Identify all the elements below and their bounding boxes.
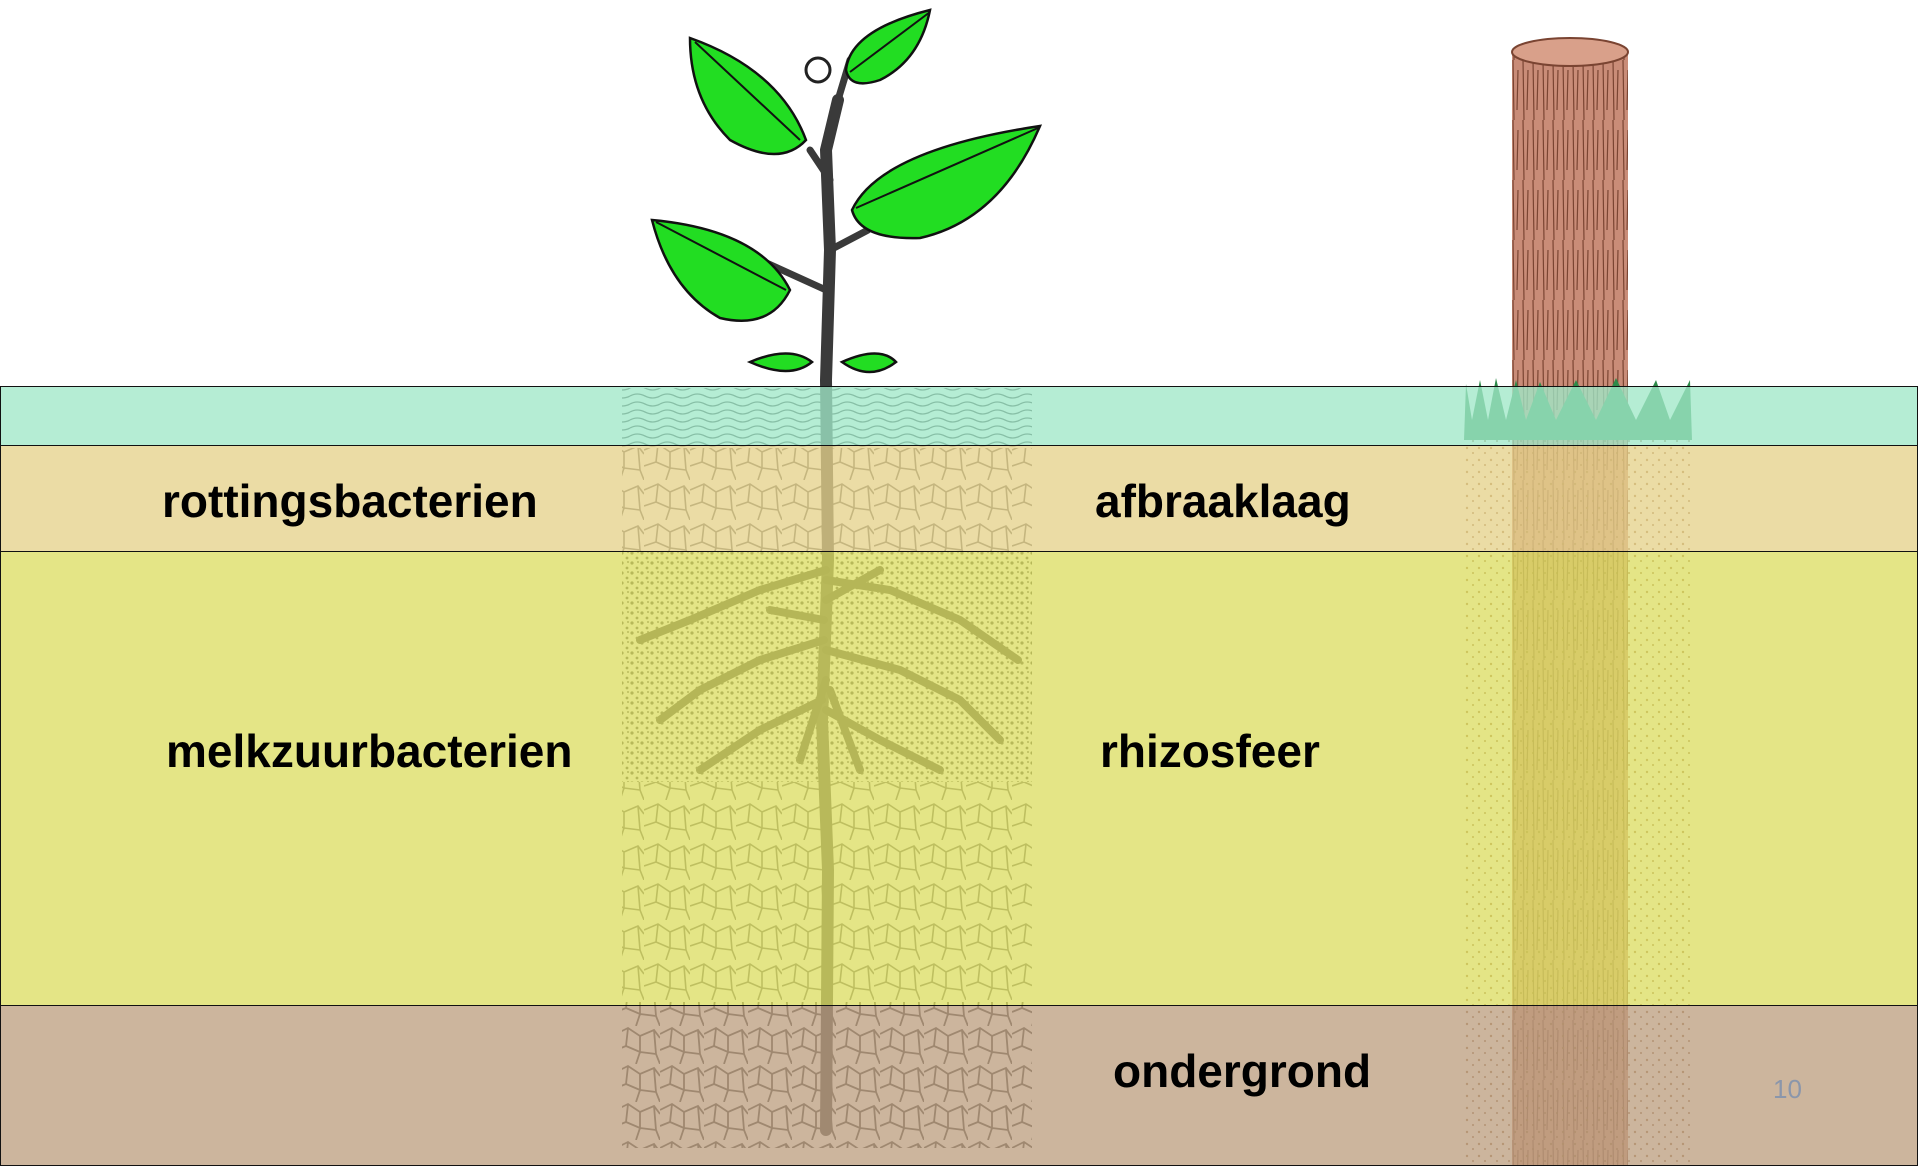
layer-band-ondergrond (0, 1005, 1918, 1166)
label-rottingsbacterien: rottingsbacterien (162, 478, 538, 524)
slide-number: 10 (1773, 1074, 1802, 1105)
label-afbraaklaag: afbraaklaag (1095, 478, 1351, 524)
label-ondergrond: ondergrond (1113, 1048, 1371, 1094)
layer-band-top (0, 386, 1918, 446)
layer-band-rhizosfeer (0, 551, 1918, 1006)
label-rhizosfeer: rhizosfeer (1100, 728, 1320, 774)
label-melkzuurbacterien: melkzuurbacterien (166, 728, 572, 774)
